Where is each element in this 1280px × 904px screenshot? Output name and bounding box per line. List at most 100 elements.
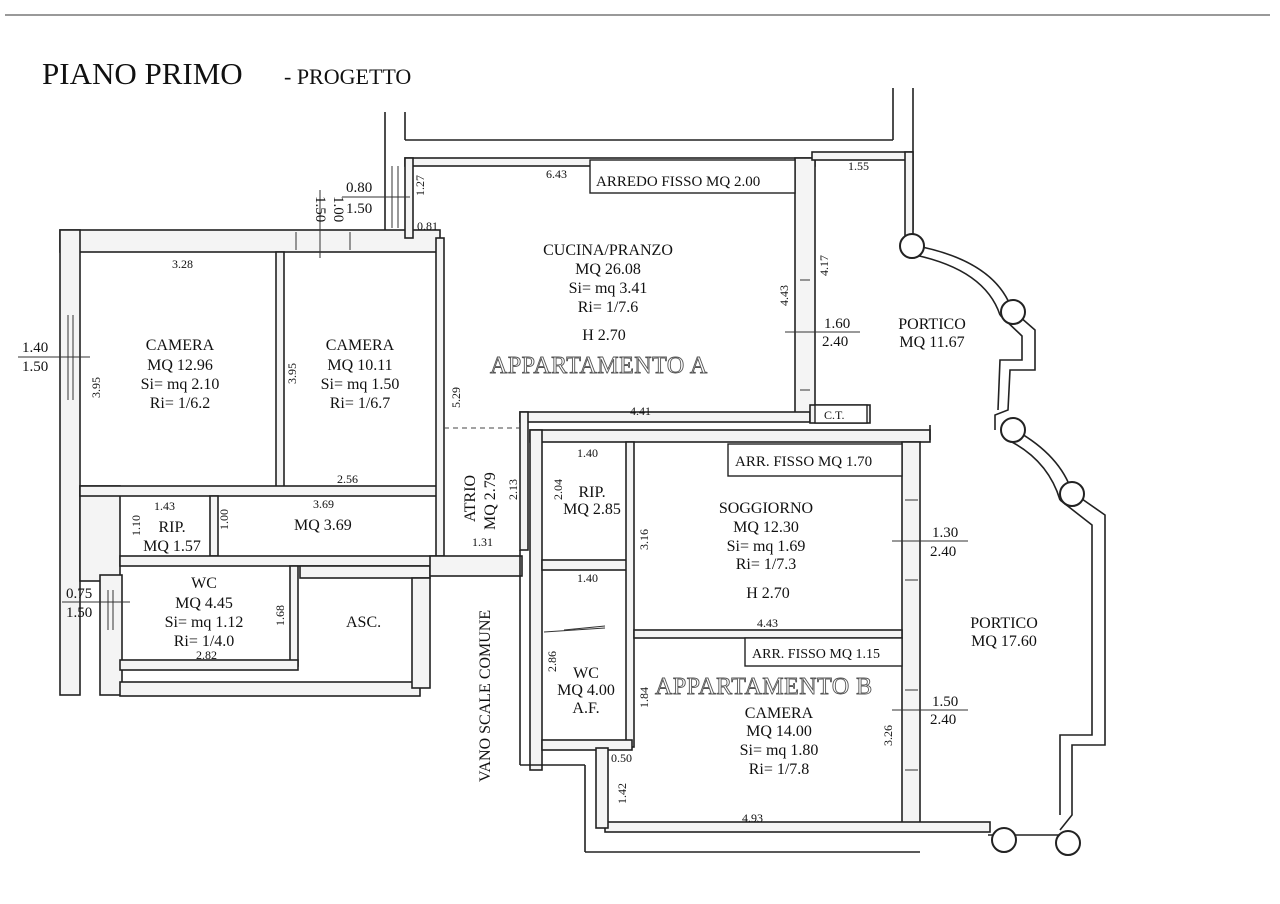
room-ri: Ri= 1/6.7 xyxy=(330,395,391,412)
dim-2-82: 2.82 xyxy=(196,648,217,662)
arredo-fisso-label-1: ARREDO FISSO MQ 2.00 xyxy=(596,174,760,190)
opening-width: 1.40 xyxy=(22,340,48,356)
room-height: H 2.70 xyxy=(582,327,626,344)
opening-height: 1.50 xyxy=(346,201,372,217)
apartment-b-label: APPARTAMENTO B xyxy=(655,674,873,700)
room-name: PORTICO xyxy=(970,615,1038,632)
dim-1-31: 1.31 xyxy=(472,535,493,549)
room-camera-3: CAMERA MQ 14.00 Si= mq 1.80 Ri= 1/7.8 xyxy=(740,705,819,778)
dim-1-42: 1.42 xyxy=(615,783,629,804)
room-area: MQ 1.57 xyxy=(143,538,201,555)
dim-1-27: 1.27 xyxy=(413,175,427,196)
dimensions: 6.43 1.55 1.27 0.81 3.28 3.95 3.95 4.43 … xyxy=(89,159,895,825)
room-rip-2: RIP. MQ 2.85 xyxy=(563,484,621,518)
dim-4-43-a: 4.43 xyxy=(777,285,791,306)
room-area: MQ 10.11 xyxy=(327,357,392,374)
room-ri: Ri= 1/7.6 xyxy=(578,299,639,316)
page-title: PIANO PRIMO xyxy=(42,56,243,91)
opening-height: 2.40 xyxy=(930,544,956,560)
dim-6-43: 6.43 xyxy=(546,167,567,181)
opening-height: 2.40 xyxy=(930,712,956,728)
room-atrio: ATRIO MQ 2.79 xyxy=(462,472,499,530)
room-wc-1: WC MQ 4.45 Si= mq 1.12 Ri= 1/4.0 xyxy=(165,575,244,650)
room-si: Si= mq 1.12 xyxy=(165,614,244,631)
dim-3-28: 3.28 xyxy=(172,257,193,271)
room-corridor-area: MQ 3.69 xyxy=(294,517,352,534)
room-name: RIP. xyxy=(158,519,185,536)
dim-0-81: 0.81 xyxy=(417,219,438,233)
opening-width: 0.75 xyxy=(66,586,92,602)
room-name: CAMERA xyxy=(326,337,395,354)
dim-4-43-b: 4.43 xyxy=(757,616,778,630)
room-area: MQ 11.67 xyxy=(899,334,964,351)
opening-1: 1.40 1.50 xyxy=(18,340,90,375)
room-area: MQ 14.00 xyxy=(746,723,812,740)
sink-symbol xyxy=(543,625,606,633)
dim-4-17: 4.17 xyxy=(817,255,831,276)
room-soggiorno: SOGGIORNO MQ 12.30 Si= mq 1.69 Ri= 1/7.3… xyxy=(719,500,813,602)
opening-width: 1.60 xyxy=(824,316,850,332)
apartment-a-label: APPARTAMENTO A xyxy=(490,353,708,379)
dim-2-56: 2.56 xyxy=(337,472,358,486)
opening-6: 1.50 2.40 xyxy=(892,694,968,728)
column-1 xyxy=(899,233,925,259)
column-3 xyxy=(1000,417,1026,443)
room-camera-2: CAMERA MQ 10.11 Si= mq 1.50 Ri= 1/6.7 xyxy=(321,337,400,412)
arredo-fisso-box-2 xyxy=(727,443,903,477)
room-si: Si= mq 2.10 xyxy=(141,376,220,393)
room-name: CAMERA xyxy=(745,705,814,722)
room-camera-1: CAMERA MQ 12.96 Si= mq 2.10 Ri= 1/6.2 xyxy=(141,337,220,412)
room-si: Si= mq 1.50 xyxy=(321,376,400,393)
opening-3: 1.00 1.50 xyxy=(312,190,346,258)
room-area: MQ 4.45 xyxy=(175,595,233,612)
room-area: MQ 4.00 xyxy=(557,682,615,699)
room-height: H 2.70 xyxy=(746,585,790,602)
opening-width: 1.50 xyxy=(932,694,958,710)
ct-label: C.T. xyxy=(824,408,844,422)
room-area: MQ 12.96 xyxy=(147,357,213,374)
room-portico-1: PORTICO MQ 11.67 xyxy=(898,316,966,351)
room-ri: Ri= 1/4.0 xyxy=(174,633,235,650)
opening-height: 1.50 xyxy=(66,605,92,621)
opening-height: 1.50 xyxy=(22,359,48,375)
column-5 xyxy=(991,827,1017,853)
dim-2-04: 2.04 xyxy=(551,479,565,500)
opening-width: 1.00 xyxy=(330,196,346,222)
room-name: CUCINA/PRANZO xyxy=(543,242,673,259)
dim-1-43: 1.43 xyxy=(154,499,175,513)
arredo-fisso-label-3: ARR. FISSO MQ 1.15 xyxy=(752,647,880,662)
room-name: WC xyxy=(191,575,217,592)
dim-5-29: 5.29 xyxy=(449,387,463,408)
dim-1-68: 1.68 xyxy=(273,605,287,626)
room-ri: Ri= 1/7.3 xyxy=(736,556,797,573)
dim-3-95-b: 3.95 xyxy=(285,363,299,384)
room-area: MQ 26.08 xyxy=(575,261,641,278)
column-2 xyxy=(1000,299,1026,325)
dim-1-40-b: 1.40 xyxy=(577,571,598,585)
opening-7: 0.75 1.50 xyxy=(62,586,130,621)
column-4 xyxy=(1059,481,1085,507)
room-wc-2: WC MQ 4.00 A.F. xyxy=(557,665,615,717)
dim-4-41: 4.41 xyxy=(630,404,651,418)
room-portico-2: PORTICO MQ 17.60 xyxy=(970,615,1038,650)
opening-height: 2.40 xyxy=(822,334,848,350)
room-si: Si= mq 3.41 xyxy=(569,280,648,297)
column-6 xyxy=(1055,830,1081,856)
dim-1-84: 1.84 xyxy=(637,687,651,708)
opening-width: 0.80 xyxy=(346,180,372,196)
room-af: A.F. xyxy=(572,700,599,717)
arredo-fisso-label-2: ARR. FISSO MQ 1.70 xyxy=(735,454,872,470)
room-name: PORTICO xyxy=(898,316,966,333)
room-asc: ASC. xyxy=(346,614,381,631)
room-cucina-pranzo: CUCINA/PRANZO MQ 26.08 Si= mq 3.41 Ri= 1… xyxy=(543,242,673,344)
dim-1-55: 1.55 xyxy=(848,159,869,173)
dim-3-26: 3.26 xyxy=(881,725,895,746)
room-name: CAMERA xyxy=(146,337,215,354)
dim-1-10: 1.10 xyxy=(129,515,143,536)
page-subtitle: - PROGETTO xyxy=(284,64,411,89)
dim-1-00: 1.00 xyxy=(217,509,231,530)
arredo-fisso-box-3 xyxy=(744,637,903,667)
room-rip-1: RIP. MQ 1.57 xyxy=(143,519,201,555)
opening-height: 1.50 xyxy=(312,196,328,222)
